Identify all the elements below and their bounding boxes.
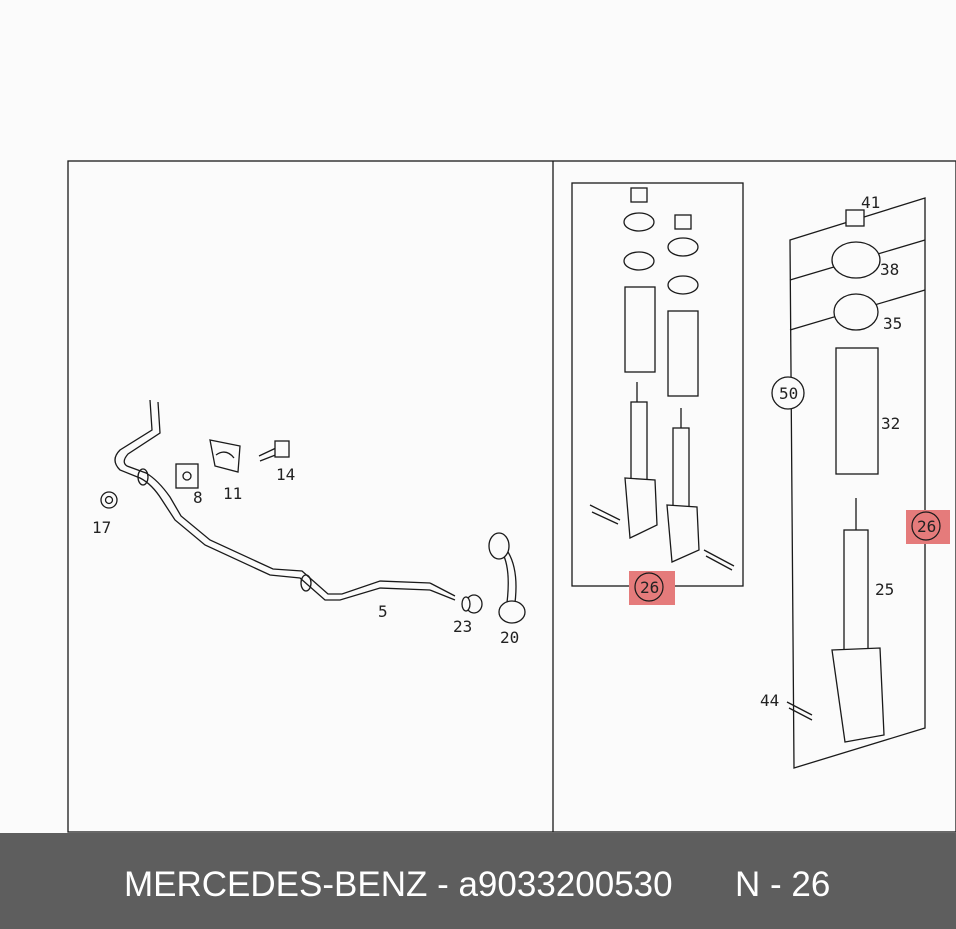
part-label-38: 38: [880, 260, 899, 279]
part-label-44: 44: [760, 691, 779, 710]
part-label-20: 20: [500, 628, 519, 647]
exploded-strut: [786, 197, 926, 769]
part-label-5: 5: [378, 602, 388, 621]
bracket-part: [209, 439, 241, 473]
part-label-32: 32: [881, 414, 900, 433]
reference-label-a: 26: [640, 578, 659, 597]
small-bushing-part: [461, 594, 483, 614]
strut-assembly-b: [666, 214, 735, 571]
stabilizer-bar: [114, 399, 456, 601]
parts-diagram: 26 26 5 8 11 14 17 20 23 25 32 35 38 41 …: [67, 160, 956, 833]
part-label-25: 25: [875, 580, 894, 599]
reference-badge-b: 26: [906, 510, 950, 544]
part-label-14: 14: [276, 465, 295, 484]
reference-badge-a: 26: [629, 571, 675, 605]
part-label-17: 17: [92, 518, 111, 537]
part-label-50: 50: [779, 384, 798, 403]
part-label-35: 35: [883, 314, 902, 333]
reference-label-b: 26: [917, 517, 936, 536]
nut-part: [100, 491, 118, 509]
footer-bar: MERCEDES-BENZ - a9033200530 N - 26: [0, 833, 956, 929]
bolt-part: [258, 440, 290, 462]
part-label-41: 41: [861, 193, 880, 212]
part-label-23: 23: [453, 617, 472, 636]
circle-label-50: [771, 376, 805, 410]
strut-assembly-a: [589, 187, 658, 539]
bushing-part: [175, 463, 199, 489]
link-part: [488, 532, 526, 624]
part-label-11: 11: [223, 484, 242, 503]
part-label-8: 8: [193, 488, 203, 507]
brand-part-number: MERCEDES-BENZ - a9033200530: [124, 865, 673, 904]
page-reference: N - 26: [735, 865, 831, 904]
